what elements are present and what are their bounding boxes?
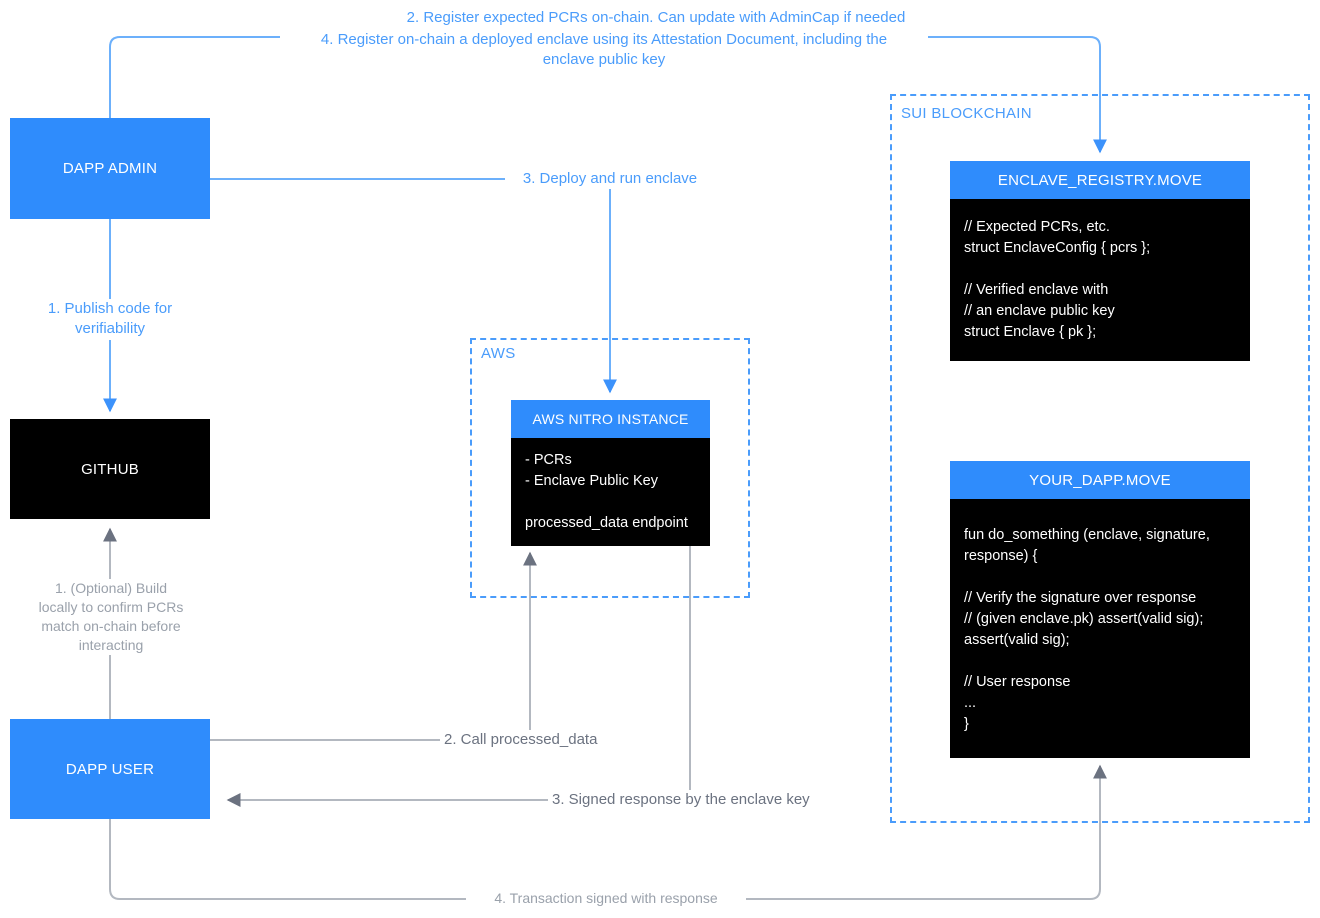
edge-label-register-pcrs: 2. Register expected PCRs on-chain. Can …: [300, 8, 1012, 29]
edge-label-signed-response: 3. Signed response by the enclave key: [548, 790, 842, 811]
card-your-dapp-title: YOUR_DAPP.MOVE: [950, 461, 1250, 499]
node-github-label: GITHUB: [81, 460, 139, 478]
card-enclave-registry-move[interactable]: ENCLAVE_REGISTRY.MOVE // Expected PCRs, …: [950, 161, 1250, 361]
node-github[interactable]: GITHUB: [10, 419, 210, 519]
card-aws-nitro-instance[interactable]: AWS NITRO INSTANCE - PCRs - Enclave Publ…: [511, 400, 710, 546]
card-your-dapp-move[interactable]: YOUR_DAPP.MOVE fun do_something (enclave…: [950, 461, 1250, 758]
card-aws-nitro-title: AWS NITRO INSTANCE: [511, 400, 710, 438]
edge-label-publish-code: 1. Publish code for verifiability: [20, 299, 200, 340]
edge-label-transaction-signed: 4. Transaction signed with response: [466, 889, 746, 908]
group-sui-blockchain: [890, 94, 1310, 823]
edge-label-build-locally: 1. (Optional) Build locally to confirm P…: [20, 579, 202, 655]
node-dapp-admin[interactable]: DAPP ADMIN: [10, 118, 210, 219]
node-dapp-user-label: DAPP USER: [65, 760, 155, 778]
card-your-dapp-body: fun do_something (enclave, signature, re…: [950, 499, 1250, 758]
edge-label-call-processed-data: 2. Call processed_data: [440, 730, 620, 751]
node-dapp-user[interactable]: DAPP USER: [10, 719, 210, 819]
group-aws: [470, 338, 750, 598]
card-aws-nitro-body: - PCRs - Enclave Public Key processed_da…: [511, 438, 710, 546]
group-sui-blockchain-label: SUI BLOCKCHAIN: [896, 105, 1037, 122]
group-aws-label: AWS: [476, 345, 521, 362]
edge-label-register-enclave: 4. Register on-chain a deployed enclave …: [280, 30, 928, 71]
card-enclave-registry-title: ENCLAVE_REGISTRY.MOVE: [950, 161, 1250, 199]
card-enclave-registry-body: // Expected PCRs, etc. struct EnclaveCon…: [950, 199, 1250, 361]
node-dapp-admin-label: DAPP ADMIN: [62, 160, 158, 177]
edge-label-deploy-run-enclave: 3. Deploy and run enclave: [505, 169, 715, 190]
